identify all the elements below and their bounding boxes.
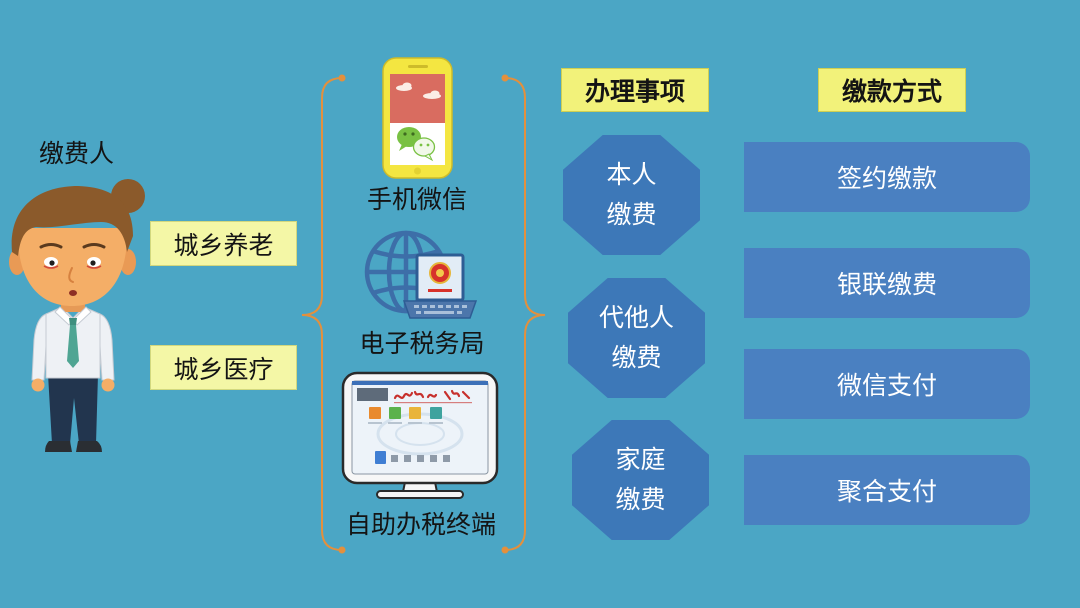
- tax-emblem-icon: [428, 262, 452, 292]
- channel-label-e-tax-bureau: 电子税务局: [359, 329, 485, 358]
- character-eyes: [43, 257, 102, 269]
- character-tie: [67, 318, 79, 368]
- item-octagon-line2: 缴费: [615, 485, 666, 514]
- right-brace: [501, 74, 546, 554]
- left-brace-line: [301, 77, 343, 551]
- insurance-type-medical-box: 城乡医疗: [150, 345, 297, 390]
- character-mouth: [69, 290, 77, 296]
- payment-method-contract: 签约缴款: [744, 142, 1030, 212]
- character-hands: [31, 378, 115, 392]
- item-octagon-line1: 本人: [606, 160, 657, 189]
- item-octagon-self-payment: 本人 缴费: [563, 135, 700, 255]
- item-octagon-line1: 代他人: [598, 303, 674, 332]
- payment-method-wechat-pay: 微信支付: [744, 349, 1030, 419]
- payer-character-illustration: [9, 179, 145, 452]
- left-brace-endpoints: [338, 74, 346, 554]
- character-pants: [48, 374, 98, 444]
- character-nose: [68, 267, 74, 283]
- terminal-screen: [351, 380, 489, 475]
- item-octagon-family-payment: 家庭 缴费: [572, 420, 709, 540]
- item-octagon-proxy-payment: 代他人 缴费: [568, 278, 705, 398]
- terminal-screen-tiles: [368, 407, 450, 464]
- item-octagon-line2: 缴费: [611, 343, 662, 372]
- items-header: 办理事项: [561, 68, 709, 112]
- character-eyebrows: [39, 243, 106, 249]
- channel-label-self-service-terminal: 自助办税终端: [345, 510, 496, 539]
- insurance-type-pension-box: 城乡养老: [150, 221, 297, 266]
- payment-method-aggregated: 聚合支付: [744, 455, 1030, 525]
- character-collar: [54, 306, 92, 326]
- mobile-wechat-icon: [382, 57, 453, 179]
- right-brace-line: [504, 77, 546, 551]
- character-hair: [11, 179, 145, 256]
- terminal-stand: [376, 481, 464, 499]
- payment-methods-header: 缴款方式: [818, 68, 966, 112]
- e-tax-bureau-icon: [364, 230, 478, 319]
- character-shoes: [45, 441, 102, 452]
- right-brace-endpoints: [501, 74, 509, 554]
- left-brace: [301, 74, 346, 554]
- payer-label: 缴费人: [39, 139, 115, 168]
- wechat-logo-icon: [397, 127, 436, 162]
- channel-label-mobile-wechat: 手机微信: [366, 185, 467, 214]
- item-octagon-line1: 家庭: [615, 445, 666, 474]
- payment-method-unionpay: 银联缴费: [744, 248, 1030, 318]
- self-service-terminal-icon: [341, 371, 499, 499]
- item-octagon-line2: 缴费: [606, 200, 657, 229]
- character-face: [17, 228, 128, 306]
